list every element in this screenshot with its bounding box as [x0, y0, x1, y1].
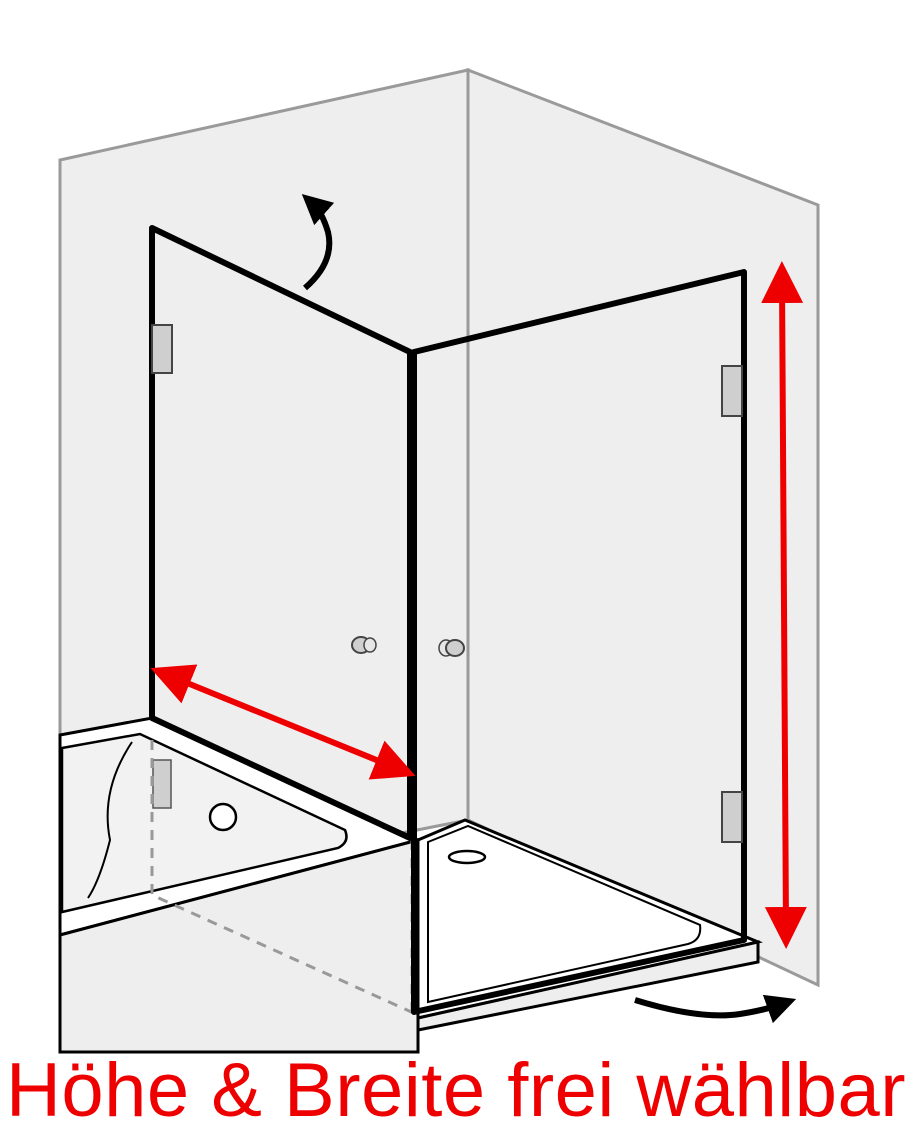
bathtub-drain-knob: [208, 802, 238, 832]
bathtub-basin: [60, 732, 348, 914]
height-double-arrow-icon: [761, 261, 807, 949]
tray-drain: [447, 849, 487, 865]
bathtub-front: [58, 838, 420, 1054]
tray-front: [416, 940, 760, 1032]
shower-tray: [416, 818, 763, 1050]
door-handle: [363, 637, 377, 653]
caption-text: Höhe & Breite frei wählbar: [5, 1048, 907, 1133]
hinge-bracket: [152, 759, 172, 809]
hinge-bracket: [721, 791, 743, 843]
width-double-arrow-icon: [150, 664, 416, 780]
fittings: [151, 324, 743, 843]
bathtub-curve: [87, 741, 133, 899]
right-glass-panel: [411, 269, 747, 1015]
curved-arrow-icon: [301, 194, 335, 291]
hidden-edge: [150, 740, 419, 1017]
left-glass-panel: [149, 225, 413, 841]
curved-arrow-icon: [634, 994, 797, 1024]
hinge-bracket: [151, 324, 173, 374]
hinge-bracket: [721, 365, 743, 417]
door-handle: [445, 639, 465, 657]
tray-basin: [427, 824, 702, 1004]
bathtub: [58, 716, 423, 1054]
